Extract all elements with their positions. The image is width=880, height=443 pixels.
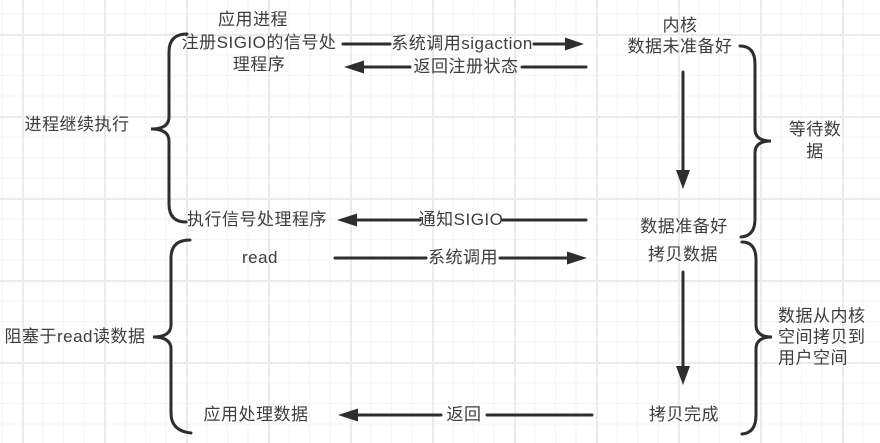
brace-process-continues [150,32,189,224]
syscall-label: 系统调用 [428,248,498,267]
notify-sigio-label: 通知SIGIO [418,210,504,229]
copy-complete-label: 拷贝完成 [649,405,719,424]
app-process-data-label: 应用处理数据 [203,405,309,424]
brace-blocked-on-read [152,238,193,435]
process-continues-label: 进程继续执行 [24,115,130,134]
copy-kernel-to-user-label: 数据从内核 空间拷贝到 用户空间 [778,306,866,368]
wait-for-data-label: 等待数据 [788,120,842,161]
arrow-syscall-read [333,251,587,265]
arrow-kernel-waiting-down [676,70,690,189]
copy-data-label: 拷贝数据 [648,245,718,264]
arrow-notify-sigio [337,213,588,227]
app-process-header: 应用进程 [218,10,288,29]
arrow-syscall-sigaction [341,37,584,51]
brace-copy-kernel-to-user [740,240,773,436]
return-label: 返回 [446,405,482,424]
arrow-kernel-copy-down [676,270,690,385]
blocked-on-read-label: 阻塞于read读数据 [4,327,146,346]
register-sigio-handler-label: 注册SIGIO的信号处 理程序 [181,33,337,74]
arrow-return-register-status [344,60,588,74]
data-ready-label: 数据准备好 [640,217,728,236]
read-call-label: read [241,248,279,267]
arrow-return-from-kernel [338,408,594,422]
data-not-ready-label: 数据未准备好 [627,37,733,56]
return-register-status-label: 返回注册状态 [413,57,519,76]
syscall-sigaction-label: 系统调用sigaction [391,34,533,53]
brace-wait-for-data [738,44,772,239]
execute-signal-handler-label: 执行信号处理程序 [187,210,327,229]
kernel-header: 内核 [662,16,698,35]
